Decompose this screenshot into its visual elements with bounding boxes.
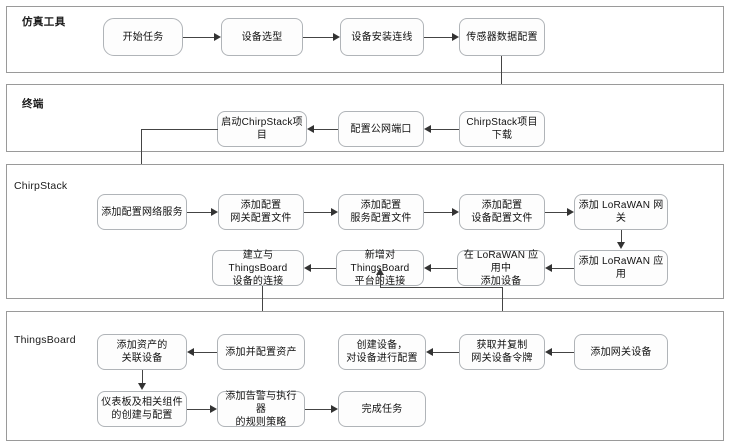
edge-n20-n21-arrowhead	[187, 348, 194, 356]
edge-n23-n24-arrowhead	[331, 405, 338, 413]
node-add-gateway-device[interactable]: 添加网关设备	[574, 334, 668, 370]
edge-n2-n3-arrowhead	[333, 33, 340, 41]
node-gateway-config-file[interactable]: 添加配置 网关配置文件	[218, 194, 304, 230]
edge-n1-n2	[183, 36, 214, 38]
edge-n18-n15-horizontal	[380, 287, 503, 289]
edge-n5-n6-arrowhead	[424, 125, 431, 133]
node-label: 添加资产的 关联设备	[116, 340, 168, 364]
edge-n18-n15-arrowhead	[376, 268, 385, 275]
node-label: 建立与ThingsBoard 设备的连接	[228, 249, 288, 287]
node-add-network-service[interactable]: 添加配置网络服务	[97, 194, 187, 230]
edge-n12-n13	[621, 230, 623, 243]
edge-n19-n20-arrowhead	[426, 348, 433, 356]
edge-n13-n14-arrowhead	[545, 264, 552, 272]
node-label: 添加配置网络服务	[101, 206, 183, 218]
node-establish-device-connection[interactable]: 建立与ThingsBoard 设备的连接	[212, 249, 304, 287]
edge-n8-n9-arrowhead	[211, 208, 218, 216]
edge-n17-n18	[552, 351, 574, 353]
edge-n22-n23-arrowhead	[210, 405, 217, 413]
node-label: 设备选型	[241, 31, 283, 43]
edge-n7-n8-horizontal	[141, 128, 218, 130]
node-device-selection[interactable]: 设备选型	[221, 18, 303, 56]
node-label: 在 LoRaWAN 应用中 添加设备	[463, 249, 539, 287]
edge-n10-n11	[424, 211, 452, 213]
edge-n6-n7	[314, 128, 338, 130]
edge-n9-n10	[304, 211, 331, 213]
edge-n14-n15	[431, 267, 457, 269]
edge-n4-n5	[501, 56, 503, 106]
node-label: 添加 LoRaWAN 网关	[578, 200, 664, 224]
node-device-config-file[interactable]: 添加配置 设备配置文件	[459, 194, 545, 230]
node-label: 完成任务	[361, 403, 403, 415]
node-add-lorawan-gateway[interactable]: 添加 LoRaWAN 网关	[574, 194, 668, 230]
edge-n21-n22-arrowhead	[138, 383, 147, 390]
node-create-device[interactable]: 创建设备， 对设备进行配置	[338, 334, 426, 370]
edge-n15-n16	[311, 267, 336, 269]
node-add-lorawan-application[interactable]: 添加 LoRaWAN 应用	[574, 250, 668, 286]
swimlane-label-terminal: 终端	[22, 98, 44, 110]
edge-n10-n11-arrowhead	[452, 208, 459, 216]
swimlane-label-simulation: 仿真工具	[22, 16, 66, 28]
node-add-configure-asset[interactable]: 添加并配置资产	[217, 334, 305, 370]
edge-n6-n7-arrowhead	[307, 125, 314, 133]
edge-n12-n13-arrowhead	[617, 242, 626, 249]
node-public-port-config[interactable]: 配置公网端口	[338, 111, 424, 147]
edge-n16-n19-vertical-a	[262, 286, 264, 324]
edge-n23-n24	[305, 408, 331, 410]
node-label: 仪表板及相关组件 的创建与配置	[101, 397, 183, 421]
edge-n3-n4	[424, 36, 452, 38]
node-label: ChirpStack项目下载	[466, 117, 538, 141]
node-label: 添加并配置资产	[225, 346, 297, 358]
edge-n11-n12	[545, 211, 567, 213]
node-label: 添加告警与执行器 的规则策略	[225, 390, 297, 428]
edge-n18-n15-vertical-left	[380, 273, 382, 288]
node-service-config-file[interactable]: 添加配置 服务配置文件	[338, 194, 424, 230]
node-label: 创建设备， 对设备进行配置	[346, 340, 418, 364]
node-label: 添加 LoRaWAN 应用	[578, 256, 664, 280]
edge-n19-n20	[433, 351, 459, 353]
edge-n1-n2-arrowhead	[214, 33, 221, 41]
edge-n20-n21	[194, 351, 217, 353]
edge-n21-n22	[142, 370, 144, 384]
edge-n8-n9	[187, 211, 211, 213]
node-label: 获取并复制 网关设备令牌	[471, 340, 533, 364]
edge-n9-n10-arrowhead	[331, 208, 338, 216]
node-label: 添加网关设备	[590, 346, 652, 358]
node-start-chirpstack[interactable]: 启动ChirpStack项目	[217, 111, 307, 147]
node-dashboard-creation[interactable]: 仪表板及相关组件 的创建与配置	[97, 391, 187, 427]
node-label: 启动ChirpStack项目	[221, 117, 303, 141]
node-label: 传感器数据配置	[466, 31, 538, 43]
node-add-asset-related-device[interactable]: 添加资产的 关联设备	[97, 334, 187, 370]
swimlane-label-chirpstack: ChirpStack	[14, 180, 68, 192]
node-finish-task[interactable]: 完成任务	[338, 391, 426, 427]
node-sensor-data-config[interactable]: 传感器数据配置	[459, 18, 545, 56]
node-add-device-in-application[interactable]: 在 LoRaWAN 应用中 添加设备	[457, 249, 545, 287]
edge-n11-n12-arrowhead	[567, 208, 574, 216]
node-label: 开始任务	[122, 31, 164, 43]
edge-n2-n3	[303, 36, 333, 38]
node-label: 配置公网端口	[350, 123, 412, 135]
edge-n7-n8-vertical	[141, 128, 143, 198]
node-chirpstack-download[interactable]: ChirpStack项目下载	[459, 111, 545, 147]
node-start-task[interactable]: 开始任务	[103, 18, 183, 56]
edge-n15-n16-arrowhead	[304, 264, 311, 272]
node-alarm-rule-policy[interactable]: 添加告警与执行器 的规则策略	[217, 390, 305, 428]
edge-n22-n23	[187, 408, 210, 410]
node-label: 添加配置 设备配置文件	[471, 200, 533, 224]
node-label: 添加配置 服务配置文件	[350, 200, 412, 224]
edge-n14-n15-arrowhead	[424, 264, 431, 272]
node-label: 添加配置 网关配置文件	[230, 200, 292, 224]
node-label: 设备安装连线	[351, 31, 413, 43]
edge-n5-n6	[431, 128, 459, 130]
edge-n3-n4-arrowhead	[452, 33, 459, 41]
node-device-installation[interactable]: 设备安装连线	[340, 18, 424, 56]
edge-n17-n18-arrowhead	[545, 348, 552, 356]
node-copy-gateway-token[interactable]: 获取并复制 网关设备令牌	[459, 334, 545, 370]
swimlane-label-thingsboard: ThingsBoard	[14, 334, 76, 346]
edge-n13-n14	[552, 267, 574, 269]
